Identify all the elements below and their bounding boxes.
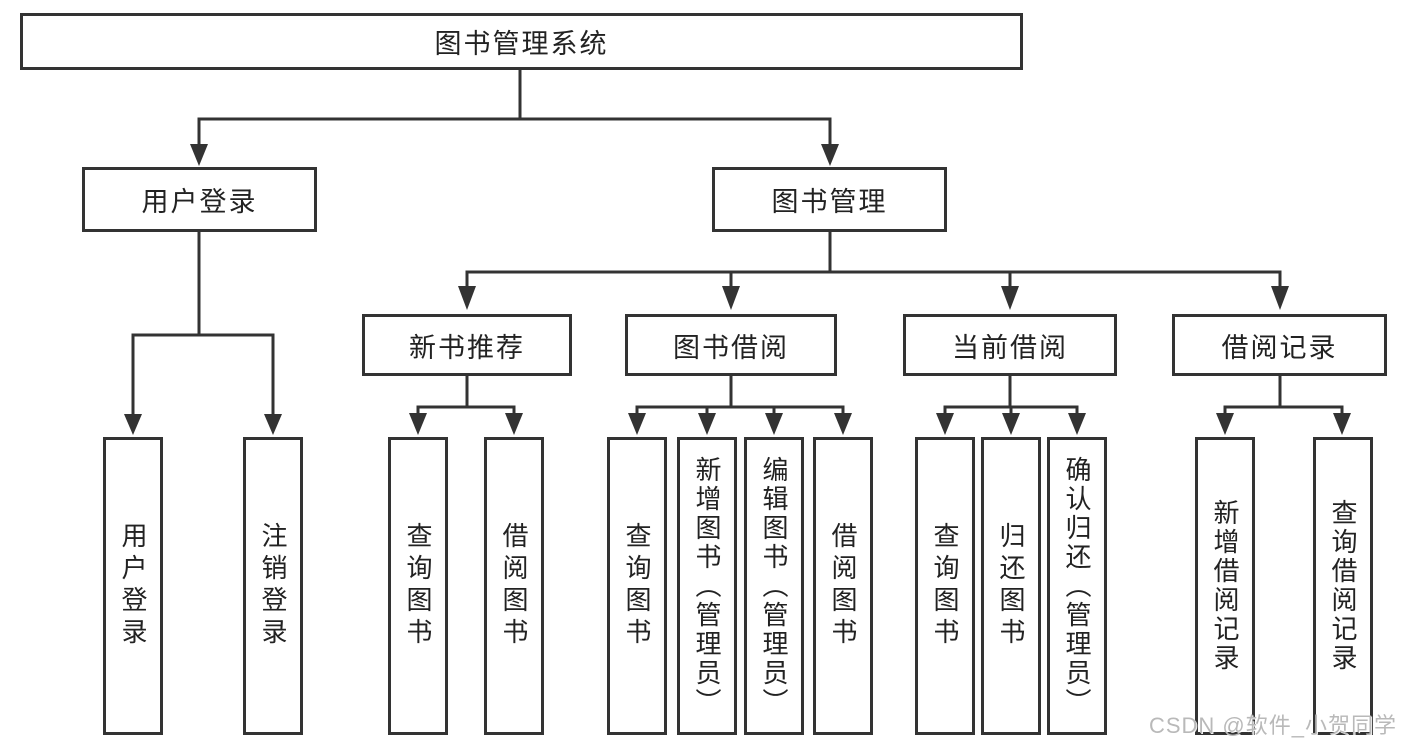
leaf-new-book-query-label: 查询图书 [403,522,433,650]
leaf-current-borrow-query-label: 查询图书 [930,522,960,650]
leaf-book-borrow-add-admin-label: 新增图书（管理员） [692,455,722,717]
leaf-current-borrow-confirm-admin: 确认归还（管理员） [1047,437,1107,735]
connector-user-login-to-leaves [124,230,282,435]
connector-root-to-level2 [190,68,839,166]
leaf-new-book-query: 查询图书 [388,437,448,735]
leaf-records-query: 查询借阅记录 [1313,437,1373,735]
node-book-management: 图书管理 [712,167,947,232]
leaf-records-add-label: 新增借阅记录 [1210,499,1240,673]
node-new-book-recommend: 新书推荐 [362,314,572,376]
leaf-current-borrow-return: 归还图书 [981,437,1041,735]
connector-book-management-to-level3 [458,230,1289,310]
leaf-new-book-borrow-label: 借阅图书 [499,522,529,650]
leaf-book-borrow-edit-admin: 编辑图书（管理员） [744,437,804,735]
leaf-user-login: 用户登录 [103,437,163,735]
node-borrow-records: 借阅记录 [1172,314,1387,376]
leaf-logout-label: 注销登录 [258,522,288,650]
leaf-user-login-label: 用户登录 [118,522,148,650]
leaf-current-borrow-query: 查询图书 [915,437,975,735]
node-current-borrow: 当前借阅 [903,314,1117,376]
leaf-book-borrow-add-admin: 新增图书（管理员） [677,437,737,735]
leaf-records-add: 新增借阅记录 [1195,437,1255,735]
leaf-book-borrow-edit-admin-label: 编辑图书（管理员） [759,455,789,717]
node-user-login: 用户登录 [82,167,317,232]
leaf-book-borrow-borrow-label: 借阅图书 [828,522,858,650]
watermark: CSDN @软件_小贺同学 [1148,713,1397,738]
leaf-new-book-borrow: 借阅图书 [484,437,544,735]
leaf-current-borrow-return-label: 归还图书 [996,522,1026,650]
leaf-records-query-label: 查询借阅记录 [1328,499,1358,673]
leaf-logout: 注销登录 [243,437,303,735]
connector-new-book-to-leaves [409,374,523,435]
leaf-book-borrow-query-label: 查询图书 [622,522,652,650]
node-book-borrow: 图书借阅 [625,314,837,376]
leaf-book-borrow-query: 查询图书 [607,437,667,735]
leaf-current-borrow-confirm-admin-label: 确认归还（管理员） [1062,455,1092,717]
connector-current-borrow-to-leaves [936,374,1086,435]
connector-book-borrow-to-leaves [628,374,852,435]
leaf-book-borrow-borrow: 借阅图书 [813,437,873,735]
connector-borrow-records-to-leaves [1216,374,1351,435]
node-root: 图书管理系统 [20,13,1023,70]
